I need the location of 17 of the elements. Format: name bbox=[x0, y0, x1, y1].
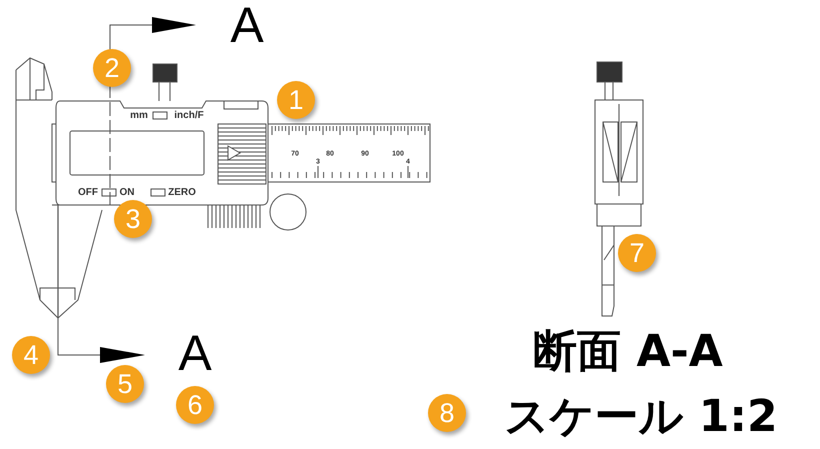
switch-label: mm bbox=[130, 111, 148, 121]
callout-number: 1 bbox=[277, 81, 315, 119]
section-title: 断面 A-A bbox=[533, 330, 723, 374]
switch-label: inch/F bbox=[174, 111, 204, 121]
view-letter: A bbox=[178, 328, 212, 378]
callout-number: 5 bbox=[106, 365, 144, 403]
callout-number: 2 bbox=[93, 49, 131, 87]
scale-title: スケール 1:2 bbox=[504, 395, 778, 439]
callout-number: 6 bbox=[176, 386, 214, 424]
view-letter: A bbox=[230, 0, 264, 50]
callout-number: 4 bbox=[12, 336, 50, 374]
button-label: ON bbox=[120, 188, 134, 198]
button-label: OFF bbox=[78, 188, 98, 198]
callout-number: 8 bbox=[428, 394, 466, 432]
button-label: ZERO bbox=[168, 188, 196, 198]
callout-number: 7 bbox=[618, 234, 656, 272]
callout-number: 3 bbox=[114, 200, 152, 238]
